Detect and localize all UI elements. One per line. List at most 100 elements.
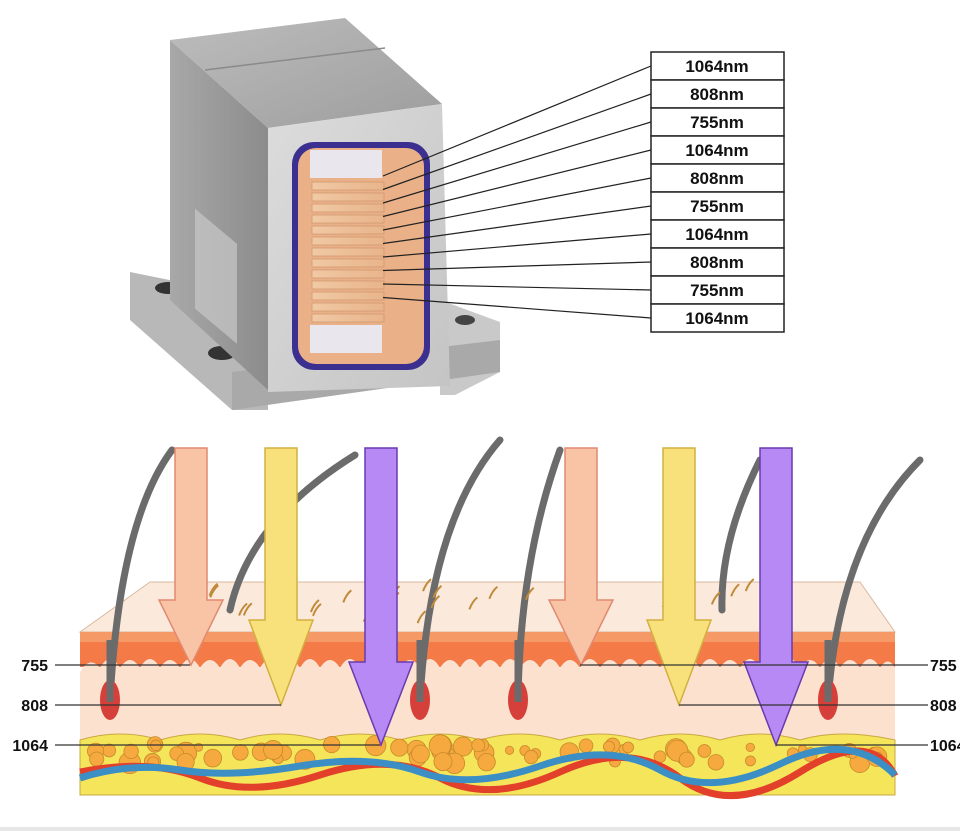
fine-hair	[310, 599, 320, 613]
fat-cell	[89, 751, 105, 767]
leader-line	[382, 283, 652, 291]
leader-line	[382, 177, 652, 231]
wavelength-label: 1064nm	[685, 309, 748, 328]
laser-bar	[311, 181, 385, 191]
leader-line	[382, 233, 652, 258]
fat-cell	[433, 752, 453, 772]
laser-bar	[311, 291, 385, 301]
laser-bar	[311, 214, 385, 224]
fine-hair	[208, 582, 219, 597]
fine-hair	[422, 578, 432, 592]
wavelength-label: 755nm	[690, 113, 744, 132]
depth-label-left: 755	[21, 658, 48, 675]
laser-bar	[311, 236, 385, 246]
fat-cell	[745, 755, 756, 767]
bottom-border	[0, 827, 960, 831]
depth-label-right: 755	[930, 658, 957, 675]
artery	[79, 747, 899, 799]
hair-shaft	[416, 436, 504, 704]
wavelength-label: 808nm	[690, 85, 744, 104]
laser-beam-arrow	[742, 447, 810, 748]
wavelength-label: 755nm	[690, 197, 744, 216]
laser-bar	[311, 203, 385, 213]
fat-cell	[123, 743, 139, 760]
fat-cell	[622, 741, 634, 754]
laser-bar	[311, 192, 385, 202]
fine-hair	[238, 602, 248, 616]
wavelength-label-box	[650, 79, 785, 109]
device-top-face	[170, 18, 442, 128]
depth-label-left: 1064	[12, 738, 48, 755]
wavelength-label-box	[650, 275, 785, 305]
laser-module-device	[130, 18, 500, 410]
leader-line	[382, 93, 652, 191]
fat-cell	[203, 748, 223, 768]
fat-cell	[707, 754, 725, 771]
leader-line	[382, 121, 652, 204]
fat-cell	[745, 742, 755, 753]
laser-beam-arrow	[247, 447, 315, 708]
leader-line	[382, 149, 652, 218]
fat-cell	[477, 752, 496, 772]
fine-hair	[209, 584, 219, 598]
wavelength-label: 755nm	[690, 281, 744, 300]
leader-line	[382, 65, 652, 177]
laser-beam-arrow	[157, 447, 225, 667]
laser-bar	[311, 258, 385, 268]
laser-beam-arrow	[347, 447, 415, 748]
fine-hair	[432, 585, 443, 599]
fat-cell	[390, 738, 409, 757]
fine-hair	[730, 583, 740, 597]
leader-line	[382, 261, 652, 272]
wavelength-label-box	[650, 107, 785, 137]
skin-cross-section	[78, 436, 924, 799]
leader-line	[382, 296, 652, 319]
fine-hair	[524, 586, 535, 601]
mount-hole-icon	[455, 315, 475, 325]
fine-hair	[468, 596, 479, 610]
laser-bar	[311, 225, 385, 235]
wavelength-label: 808nm	[690, 253, 744, 272]
wavelength-label-box	[650, 135, 785, 165]
depth-labels: 75580810647558081064	[12, 658, 960, 755]
fine-hair	[312, 603, 322, 617]
hair-shaft	[824, 456, 924, 704]
fine-hair	[710, 591, 721, 605]
fat-cell	[603, 740, 615, 753]
depth-label-right: 808	[930, 698, 957, 715]
depth-label-left: 808	[21, 698, 48, 715]
wavelength-label: 1064nm	[685, 57, 748, 76]
laser-bar	[311, 269, 385, 279]
vein	[78, 745, 898, 787]
device-label-plate	[195, 208, 237, 344]
fine-hair	[488, 585, 499, 600]
wavelength-label-box	[650, 219, 785, 249]
fine-hair	[242, 602, 253, 616]
wavelength-label: 808nm	[690, 169, 744, 188]
fine-hair	[430, 595, 441, 609]
fat-cell	[697, 744, 712, 758]
wavelength-label: 1064nm	[685, 225, 748, 244]
laser-beam-arrow	[547, 447, 615, 667]
wavelength-label: 1064nm	[685, 141, 748, 160]
wavelength-label-box	[650, 247, 785, 277]
leader-line	[382, 205, 652, 245]
fat-cell	[102, 743, 117, 758]
wavelength-label-box	[650, 163, 785, 193]
fine-hair	[744, 578, 755, 592]
laser-beam-arrow	[645, 447, 713, 708]
leader-lines	[382, 65, 652, 319]
device-side-face	[170, 40, 268, 390]
fine-hair	[342, 589, 352, 603]
wavelength-label-box	[650, 303, 785, 333]
fat-cell	[578, 738, 594, 753]
fat-cell	[678, 751, 695, 768]
fat-cell	[232, 744, 249, 761]
laser-bar	[311, 313, 385, 323]
fat-cell	[263, 739, 284, 760]
laser-bar	[311, 280, 385, 290]
wavelength-label-box	[650, 51, 785, 81]
laser-bar	[311, 247, 385, 257]
